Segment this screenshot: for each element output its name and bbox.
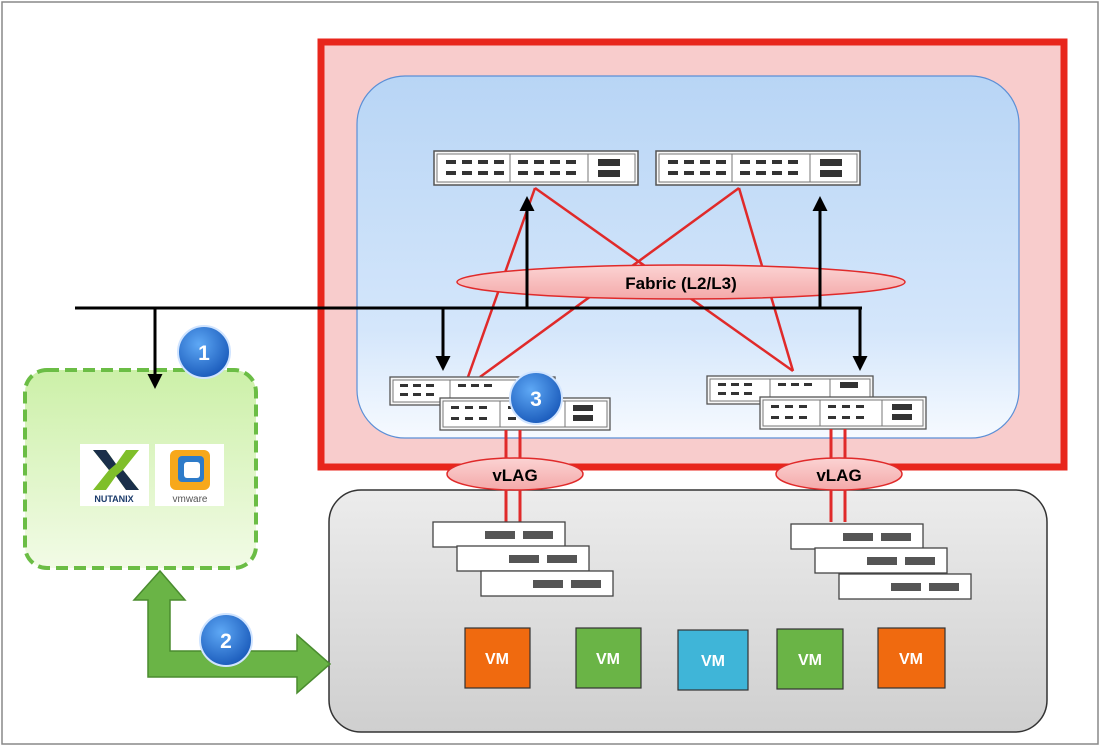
svg-text:3: 3 bbox=[530, 388, 542, 411]
spine-switch-left bbox=[433, 150, 639, 186]
vmware-wordmark: vmware bbox=[172, 494, 207, 505]
server-stack-right bbox=[790, 523, 972, 600]
vm-2: VM bbox=[575, 627, 642, 689]
leaf-switch-right-front bbox=[759, 396, 927, 430]
config-arrow bbox=[132, 569, 332, 695]
spine-switch-right bbox=[655, 150, 861, 186]
fabric-ellipse bbox=[456, 264, 906, 300]
vlag-left-ellipse bbox=[446, 457, 584, 491]
vm-4: VM bbox=[776, 628, 844, 690]
vm-5: VM bbox=[877, 627, 946, 689]
fabric-label: Fabric (L2/L3) bbox=[625, 274, 736, 293]
nutanix-wordmark: NUTANIX bbox=[94, 494, 133, 504]
vm-2-label: VM bbox=[596, 651, 620, 668]
vm-1: VM bbox=[464, 627, 531, 689]
vm-3: VM bbox=[677, 629, 749, 691]
svg-text:1: 1 bbox=[198, 342, 210, 365]
vlag-left-label: vLAG bbox=[492, 466, 537, 485]
svg-text:2: 2 bbox=[220, 630, 232, 653]
step-badge-1: 1 bbox=[177, 325, 231, 379]
management-network bbox=[75, 196, 868, 389]
step-badge-3: 3 bbox=[509, 371, 563, 425]
vm-3-label: VM bbox=[701, 653, 725, 670]
vm-5-label: VM bbox=[899, 651, 923, 668]
vm-1-label: VM bbox=[485, 651, 509, 668]
step-badge-2: 2 bbox=[199, 613, 253, 667]
vlag-right-label: vLAG bbox=[816, 466, 861, 485]
server-stack-left bbox=[432, 521, 614, 597]
vlag-right-ellipse bbox=[775, 457, 903, 491]
vm-4-label: VM bbox=[798, 652, 822, 669]
nutanix-logo: NUTANIX bbox=[80, 444, 149, 506]
vmware-logo: vmware bbox=[155, 444, 224, 506]
